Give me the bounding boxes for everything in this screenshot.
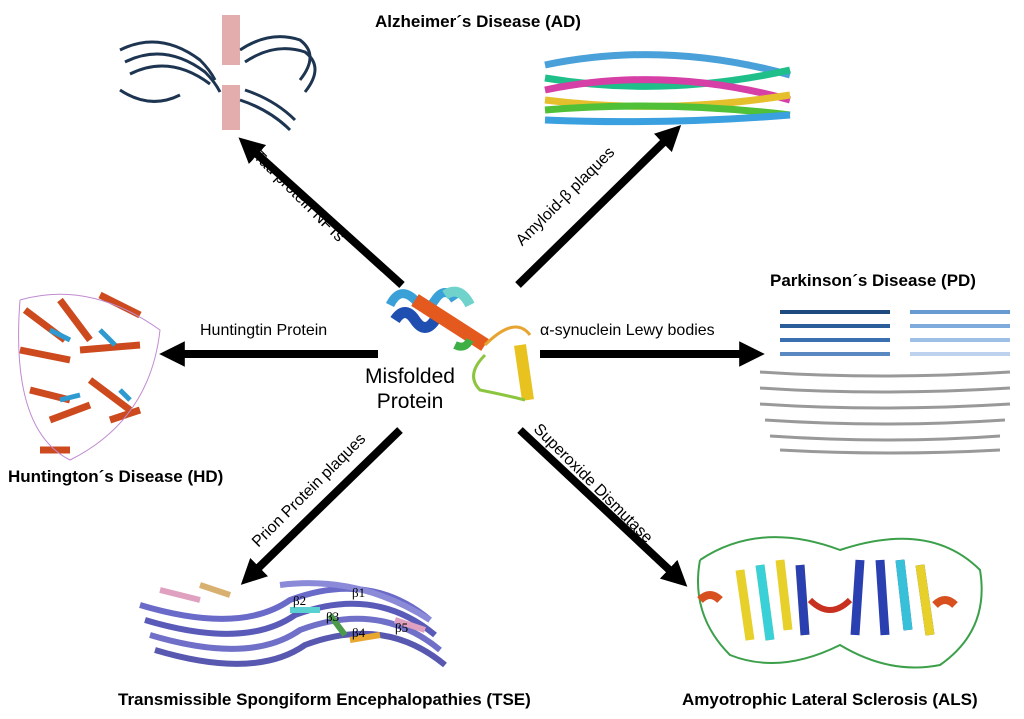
arrow-prion xyxy=(240,427,403,585)
title-alzheimers: Alzheimer´s Disease (AD) xyxy=(375,12,581,31)
superoxide-dismutase-structure xyxy=(697,536,983,669)
prion-fibril-structure xyxy=(139,580,447,668)
strand-label-b5: β5 xyxy=(395,620,408,635)
amyloid-beta-fibril-structure xyxy=(544,51,791,126)
arrow-sod xyxy=(517,427,688,587)
alpha-synuclein-fibril-structure xyxy=(759,310,1011,455)
strand-label-b1: β1 xyxy=(352,585,365,600)
center-label: Misfolded Protein xyxy=(350,364,470,414)
arrow-tau xyxy=(238,137,405,288)
huntingtin-protein-structure xyxy=(18,291,161,461)
strand-label-b3: β3 xyxy=(326,609,339,624)
center-line-1: Misfolded xyxy=(365,365,455,388)
arrow-amyloid xyxy=(515,125,682,288)
center-line-2: Protein xyxy=(376,390,444,413)
title-parkinsons: Parkinson´s Disease (PD) xyxy=(770,271,976,290)
misfolded-protein-structure xyxy=(385,286,534,402)
title-als: Amyotrophic Lateral Sclerosis (ALS) xyxy=(682,690,978,709)
label-huntingtin: Huntingtin Protein xyxy=(200,322,328,339)
tau-fibril-structure xyxy=(119,15,317,132)
strand-label-b4: β4 xyxy=(352,625,366,640)
title-tse: Transmissible Spongiform Encephalopathie… xyxy=(118,690,531,709)
title-huntingtons: Huntington´s Disease (HD) xyxy=(8,467,224,486)
label-synuclein: α-synuclein Lewy bodies xyxy=(540,322,715,339)
strand-label-b2: β2 xyxy=(293,593,306,608)
